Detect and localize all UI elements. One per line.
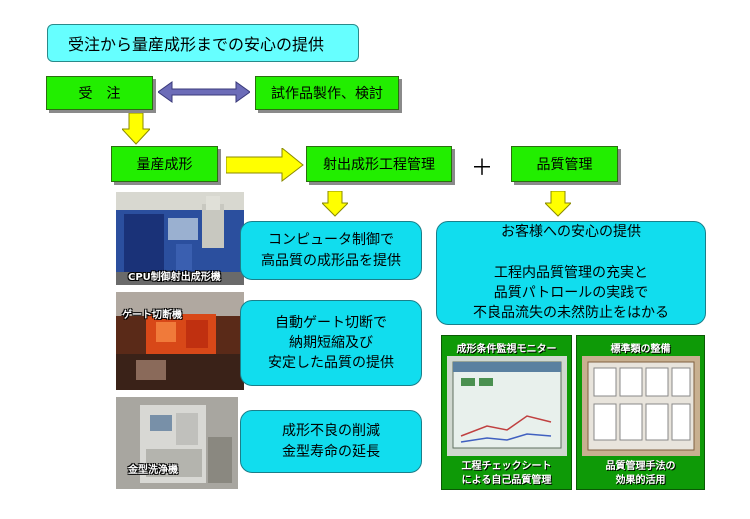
- gate-benefit-text: 自動ゲート切断で 納期短縮及び 安定した品質の提供: [268, 314, 394, 372]
- condition-monitor-caption: 工程チェックシート による自己品質管理: [461, 461, 552, 486]
- mass-production-label: 量産成形: [136, 157, 193, 173]
- standards-caption: 品質管理手法の 効果的活用: [605, 461, 676, 486]
- page-title: 受注から量産成形までの安心の提供: [47, 24, 359, 62]
- bulletin-board-icon: [582, 356, 700, 456]
- prototype-label: 試作品製作、検討: [271, 86, 383, 102]
- machine-image-icon: [116, 397, 238, 489]
- condition-monitor-title: 成形条件監視モニター: [456, 344, 557, 355]
- order-box: 受 注: [46, 76, 153, 110]
- standards-title: 標準類の整備: [610, 344, 671, 355]
- order-label: 受 注: [78, 86, 121, 102]
- condition-monitor-panel: 成形条件監視モニター 工程チェックシート による自己品質管理: [441, 335, 572, 490]
- injection-control-label: 射出成形工程管理: [323, 157, 435, 173]
- standards-panel: 標準類の整備 品質管理手法の 効果的活用: [576, 335, 705, 490]
- double-arrow-icon: [158, 81, 250, 103]
- quality-control-label: 品質管理: [536, 157, 593, 173]
- mold-cleaner-photo: 金型洗浄機: [116, 397, 238, 489]
- page-title-text: 受注から量産成形までの安心の提供: [68, 35, 325, 54]
- monitor-screen-icon: [447, 356, 567, 456]
- customer-assurance-text: お客様への安心の提供 工程内品質管理の充実と 品質パトロールの実践で 不良品流失…: [473, 224, 669, 322]
- machine-image-icon: [116, 292, 244, 390]
- gate-cutter-photo: ゲート切断機: [116, 292, 244, 390]
- cpu-benefit-box: コンピュータ制御で 高品質の成形品を提供: [240, 221, 422, 280]
- down-arrow-icon: [122, 113, 150, 145]
- down-arrow-icon: [545, 191, 571, 217]
- mass-production-box: 量産成形: [111, 146, 218, 182]
- cpu-machine-caption: CPU制御射出成形機: [128, 272, 221, 283]
- plus-sign: ＋: [471, 156, 494, 181]
- quality-control-box: 品質管理: [511, 146, 618, 182]
- cleaning-benefit-box: 成形不良の削減 金型寿命の延長: [240, 410, 422, 473]
- cpu-machine-photo: CPU制御射出成形機: [116, 192, 244, 285]
- mold-cleaner-caption: 金型洗浄機: [128, 465, 178, 476]
- prototype-box: 試作品製作、検討: [255, 76, 399, 110]
- cpu-benefit-text: コンピュータ制御で 高品質の成形品を提供: [261, 232, 401, 269]
- injection-control-box: 射出成形工程管理: [306, 146, 452, 182]
- right-arrow-icon: [226, 148, 304, 182]
- cleaning-benefit-text: 成形不良の削減 金型寿命の延長: [282, 423, 380, 460]
- machine-image-icon: [116, 192, 244, 285]
- gate-cutter-caption: ゲート切断機: [122, 310, 182, 321]
- customer-assurance-box: お客様への安心の提供 工程内品質管理の充実と 品質パトロールの実践で 不良品流失…: [436, 221, 706, 325]
- gate-benefit-box: 自動ゲート切断で 納期短縮及び 安定した品質の提供: [240, 300, 422, 386]
- down-arrow-icon: [322, 191, 348, 217]
